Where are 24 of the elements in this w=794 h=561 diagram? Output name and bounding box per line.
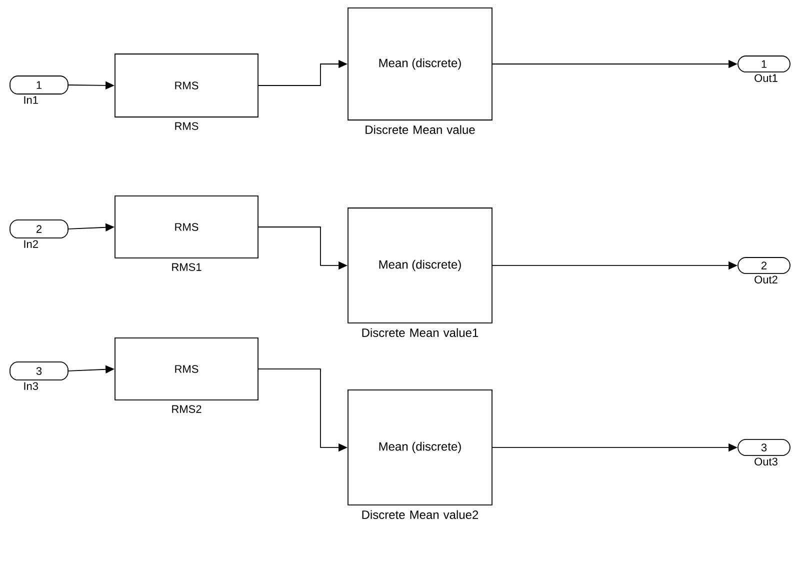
port-label: Out2 <box>754 276 778 284</box>
output-port: 2 <box>738 257 790 274</box>
port-label: Out3 <box>754 458 778 466</box>
port-label: In1 <box>24 96 38 104</box>
input-port: 3 <box>10 362 68 380</box>
port-label: In2 <box>24 240 38 248</box>
output-port: 3 <box>738 439 790 456</box>
block-label: RMS2 <box>172 405 202 413</box>
mean-block: Mean (discrete) <box>348 8 492 120</box>
block-label: Discrete Mean value <box>366 125 475 134</box>
rms-block: RMS <box>114 54 258 118</box>
mean-block: Mean (discrete) <box>348 208 492 324</box>
port-label: In3 <box>24 382 38 390</box>
block-label: Discrete Mean value1 <box>362 328 478 337</box>
block-label: Discrete Mean value2 <box>362 510 478 519</box>
input-port: 2 <box>10 220 68 238</box>
input-port: 1 <box>10 76 68 94</box>
rms-block: RMS <box>114 338 258 400</box>
block-label: RMS <box>175 122 198 130</box>
rms-block: RMS <box>114 196 258 258</box>
mean-block: Mean (discrete) <box>348 390 492 506</box>
port-label: Out1 <box>754 74 778 82</box>
block-label: RMS1 <box>172 263 202 271</box>
output-port: 1 <box>738 56 790 72</box>
